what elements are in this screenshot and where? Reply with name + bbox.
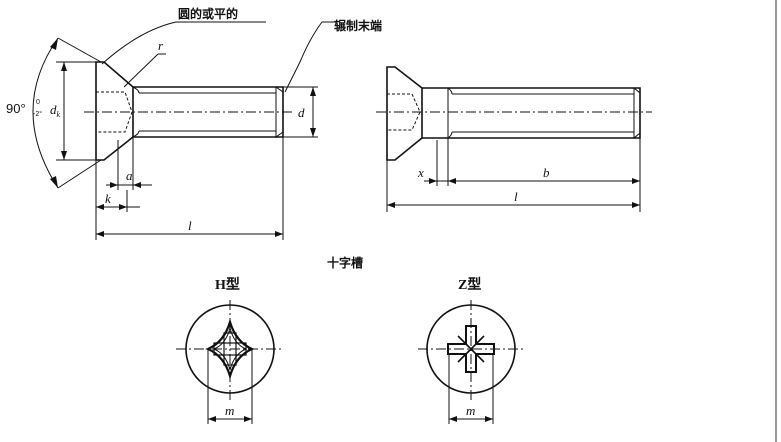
h-type-label: H型 <box>215 276 240 293</box>
h-type-slot-h <box>213 342 247 356</box>
z-type-label: Z型 <box>458 276 481 293</box>
right-screw-shank <box>422 87 641 139</box>
h-type-recess: H型 m <box>176 276 284 424</box>
right-thread-runout <box>447 87 453 139</box>
round-or-flat-leader <box>101 21 266 65</box>
b-label: b <box>543 165 550 180</box>
left-screw-head <box>95 61 134 161</box>
z-m-label: m <box>466 403 475 418</box>
l-left-label: l <box>188 218 192 233</box>
d1-label: dk <box>50 102 61 119</box>
rolled-end-label: 辗制末端 <box>334 18 382 33</box>
h-m-label: m <box>225 403 234 418</box>
left-screw <box>84 61 294 161</box>
x-label: x <box>417 165 424 180</box>
k-label: k <box>105 191 111 206</box>
h-type-slot-v <box>223 332 237 366</box>
left-screw-end <box>275 86 284 138</box>
right-screw <box>376 66 652 161</box>
angle-tolerance-minus: -2° <box>33 110 42 118</box>
right-screw-head <box>386 66 423 161</box>
d-label: d <box>298 105 305 120</box>
h-type-phillips-inner <box>212 327 248 371</box>
r-leader-line <box>123 53 159 88</box>
left-thread-runout <box>132 86 140 138</box>
h-type-phillips-icon <box>205 318 255 380</box>
cross-slot-title: 十字槽 <box>327 255 363 270</box>
round-or-flat-label: 圆的或平的 <box>178 6 238 21</box>
a-label: a <box>126 168 133 183</box>
angle-leg-bottom <box>57 159 102 189</box>
angle-arc <box>32 37 59 189</box>
angle-leg-top <box>57 37 102 63</box>
z-type-diagonal-2 <box>457 335 485 363</box>
left-dimensions: dk 90° 0 -2° a k l d <box>6 6 382 240</box>
left-recess-hidden <box>96 91 133 133</box>
rolled-end-leader <box>284 21 338 93</box>
r-label: r <box>158 38 164 53</box>
l-right-label: l <box>514 189 518 204</box>
right-recess-hidden <box>387 93 421 131</box>
right-screw-end <box>633 87 641 140</box>
angle-label: 90° <box>6 101 26 116</box>
z-type-recess: Z型 m <box>418 276 524 424</box>
angle-tolerance-plus: 0 <box>36 99 40 106</box>
right-dimensions: x b l <box>386 138 641 212</box>
